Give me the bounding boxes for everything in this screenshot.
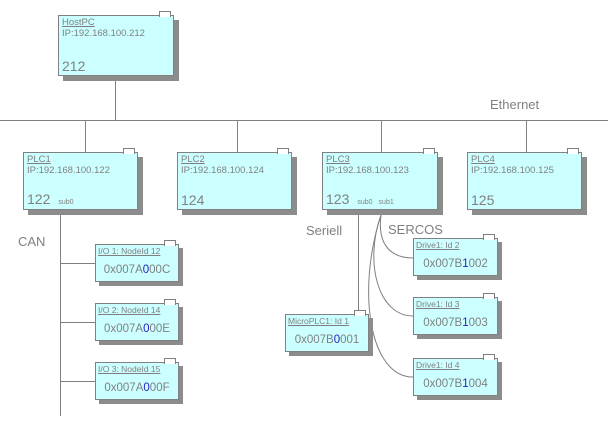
- io2-address: 0x007A000E: [104, 323, 170, 335]
- microplc-address: 0x007B0001: [294, 334, 360, 346]
- plc2-node[interactable]: PLC2 IP:192.168.100.124 124: [177, 148, 292, 210]
- plc4-ip: IP:192.168.100.125: [471, 165, 554, 176]
- drive2-title: Drive1: Id 2: [416, 240, 460, 250]
- corner-tab-icon: [567, 148, 579, 154]
- drive2-node[interactable]: Drive1: Id 2 0x007B1002: [413, 234, 498, 276]
- plc3-sub1-label: sub1: [378, 199, 394, 206]
- corner-tab-icon: [164, 240, 176, 246]
- ethernet-label: Ethernet: [490, 97, 540, 112]
- plc1-sub0-label: sub0: [58, 199, 74, 206]
- plc4-node[interactable]: PLC4 IP:192.168.100.125 125: [467, 148, 582, 210]
- io2-title: I/O 2: NodeId 14: [98, 305, 161, 315]
- plc3-title: PLC3: [326, 154, 350, 165]
- microplc-node[interactable]: MicroPLC1: Id 1 0x007B0001: [285, 310, 369, 352]
- drive2-address: 0x007B1002: [423, 258, 488, 270]
- corner-tab-icon: [164, 299, 176, 305]
- plc1-ip: IP:192.168.100.122: [27, 165, 110, 176]
- microplc-title: MicroPLC1: Id 1: [288, 316, 349, 326]
- plc4-title: PLC4: [471, 154, 495, 165]
- hostpc-node[interactable]: HostPC IP:192.168.100.212 212: [58, 11, 174, 76]
- corner-tab-icon: [423, 148, 435, 154]
- drive3-address: 0x007B1003: [423, 317, 488, 329]
- drive4-node[interactable]: Drive1: Id 4 0x007B1004: [413, 354, 498, 396]
- sercos-curve-drive4: [368, 214, 414, 378]
- drive3-node[interactable]: Drive1: Id 3 0x007B1003: [413, 293, 498, 335]
- corner-tab-icon: [483, 293, 495, 299]
- io3-node[interactable]: I/O 3: NodeId 15 0x007A000F: [95, 358, 179, 400]
- corner-tab-icon: [483, 234, 495, 240]
- can-label: CAN: [18, 234, 46, 249]
- sercos-curve-drive2: [379, 214, 414, 259]
- plc1-node[interactable]: PLC1 IP:192.168.100.122 122 sub0: [23, 148, 138, 210]
- drive4-title: Drive1: Id 4: [416, 360, 460, 370]
- io3-address: 0x007A000F: [104, 382, 170, 394]
- io3-title: I/O 3: NodeId 15: [98, 364, 161, 374]
- corner-tab-icon: [483, 354, 495, 360]
- sercos-label: SERCOS: [388, 222, 443, 237]
- plc1-title: PLC1: [27, 154, 51, 165]
- plc2-title: PLC2: [181, 154, 205, 165]
- plc4-number: 125: [471, 192, 495, 208]
- hostpc-title: HostPC: [62, 17, 95, 28]
- plc1-number: 122: [27, 191, 51, 207]
- io1-node[interactable]: I/O 1: NodeId 12 0x007A000C: [95, 240, 179, 282]
- corner-tab-icon: [164, 358, 176, 364]
- corner-tab-icon: [354, 310, 366, 316]
- corner-tab-icon: [277, 148, 289, 154]
- drive3-title: Drive1: Id 3: [416, 299, 460, 309]
- hostpc-number: 212: [62, 58, 86, 74]
- plc3-ip: IP:192.168.100.123: [326, 165, 409, 176]
- plc2-ip: IP:192.168.100.124: [181, 165, 264, 176]
- io2-node[interactable]: I/O 2: NodeId 14 0x007A000E: [95, 299, 179, 341]
- plc3-number: 123: [326, 191, 350, 207]
- corner-tab-icon: [123, 148, 135, 154]
- io1-title: I/O 1: NodeId 12: [98, 246, 161, 256]
- corner-tab-icon: [159, 11, 171, 17]
- seriell-label: Seriell: [306, 223, 343, 238]
- hostpc-ip: IP:192.168.100.212: [62, 28, 145, 39]
- io1-address: 0x007A000C: [103, 264, 171, 276]
- plc3-node[interactable]: PLC3 IP:192.168.100.123 123 sub0 sub1: [322, 148, 438, 210]
- plc2-number: 124: [181, 192, 205, 208]
- plc3-sub0-label: sub0: [357, 199, 373, 206]
- drive4-address: 0x007B1004: [423, 378, 488, 390]
